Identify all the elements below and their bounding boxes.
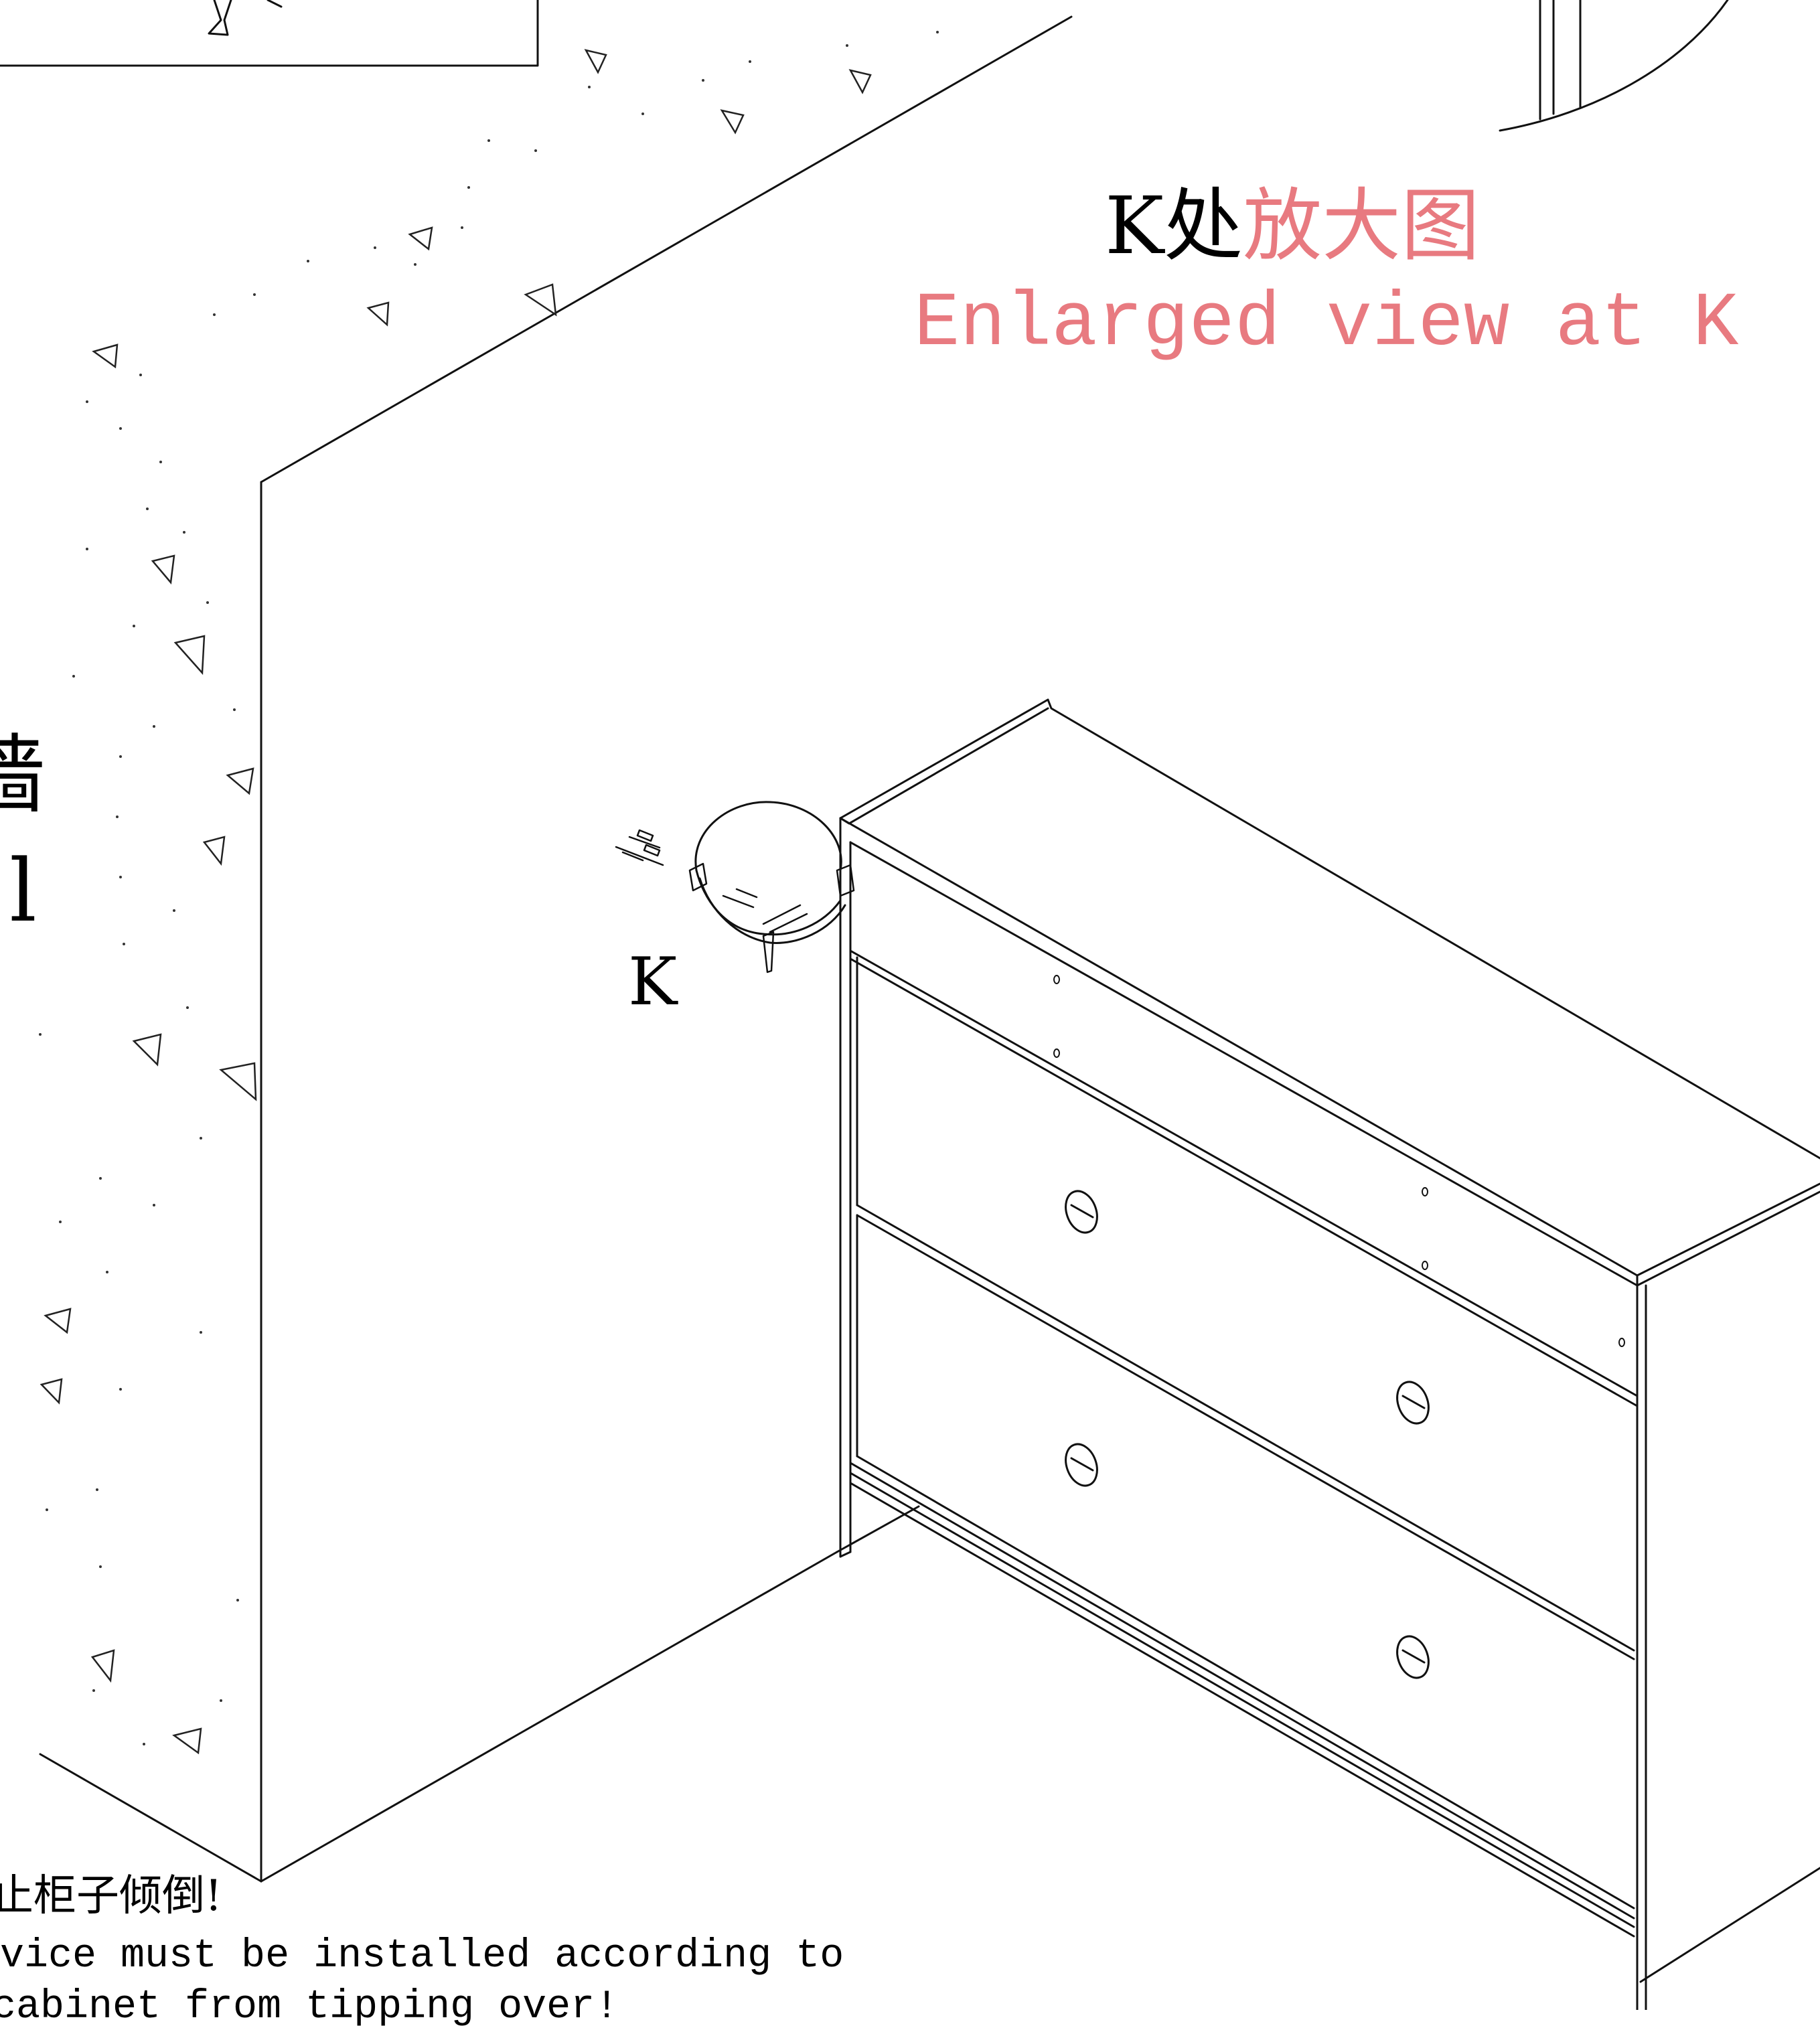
floor-line-right	[1639, 1867, 1820, 1983]
l-bracket-icon	[688, 862, 855, 973]
enlarged-view-subtitle: Enlarged view at K	[914, 281, 1739, 368]
enlarged-view-heading: K处放大图	[1105, 186, 1480, 265]
heading-prefix: K处	[1105, 179, 1243, 272]
dresser-cabinet	[839, 698, 1820, 2010]
heading-highlight: 放大图	[1243, 179, 1481, 272]
floor-line	[836, 1505, 920, 1553]
drawer-knob-icon	[1396, 1635, 1430, 1679]
screw-holes	[1053, 975, 1625, 1347]
warning-line2: cabinet from tipping over!	[0, 1984, 619, 2030]
wall-label-en: l	[9, 842, 37, 941]
drawer-knob-icon	[1065, 1190, 1098, 1234]
warning-zh: 止柜子倾倒!	[0, 1871, 222, 1921]
warning-line1: vice must be installed according to	[0, 1934, 844, 1979]
drawer-knobs	[1065, 1190, 1430, 1679]
partial-detail-circle	[1499, 0, 1729, 132]
wall-texture	[40, 49, 872, 1755]
detail-marker-k: K	[628, 944, 678, 1020]
drawer-knob-icon	[1065, 1443, 1098, 1487]
wall-panel	[39, 15, 1073, 1883]
wall-label-zh: 墙	[0, 726, 46, 826]
screw-icon	[615, 829, 808, 933]
wall-texture-dots	[39, 31, 939, 1745]
drawer-knob-icon	[1396, 1381, 1430, 1425]
magnifier-circle-icon	[694, 801, 846, 944]
inset-frame	[0, 0, 539, 67]
